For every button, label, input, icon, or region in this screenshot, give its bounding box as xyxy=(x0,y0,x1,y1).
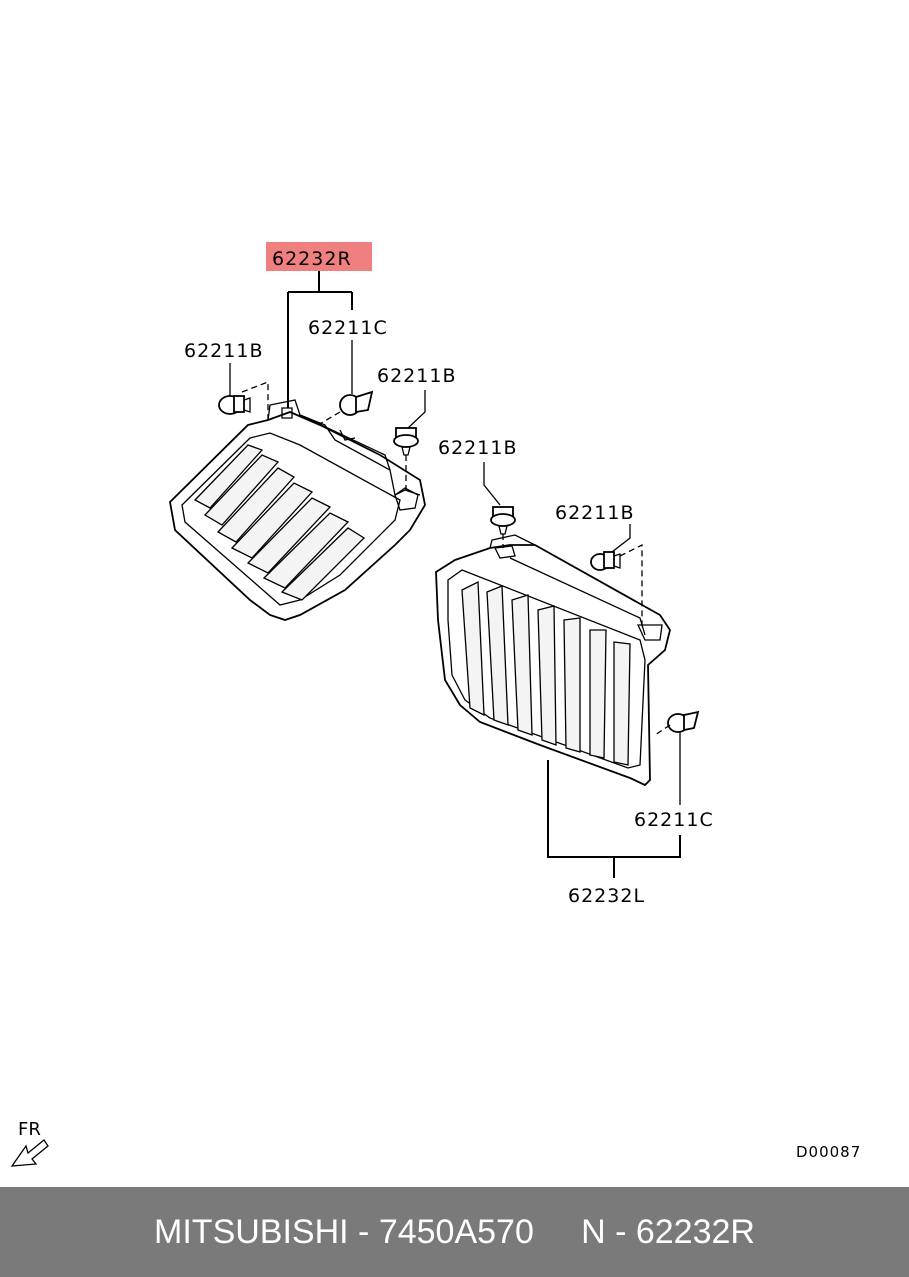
front-arrow-icon: FR xyxy=(10,1119,49,1167)
footer-text: MITSUBISHI - 7450A570 N - 62232R xyxy=(154,1212,755,1251)
grille-right-part xyxy=(169,399,426,621)
clip-b-left xyxy=(218,395,251,415)
clip-b-center xyxy=(490,506,516,535)
label-62211C-bottom: 62211C xyxy=(634,809,714,831)
parts-diagram: 62232R 62211C 62211B 62211B 62211B 62211… xyxy=(10,242,861,1167)
svg-text:FR: FR xyxy=(18,1119,41,1140)
label-62232L: 62232L xyxy=(568,885,645,907)
grille-left-slats xyxy=(461,580,631,766)
label-62211B-left: 62211B xyxy=(184,340,263,362)
clip-c-top xyxy=(339,390,374,416)
footer-bar: MITSUBISHI - 7450A570 N - 62232R xyxy=(0,1187,909,1277)
label-62211B-center: 62211B xyxy=(438,437,517,459)
highlight-box xyxy=(266,242,372,271)
clip-c-bottom xyxy=(667,710,700,733)
drawing-code: D00087 xyxy=(796,1143,861,1161)
label-62211C-top: 62211C xyxy=(308,317,388,339)
label-62211B-mid: 62211B xyxy=(377,365,456,387)
clip-b-mid xyxy=(393,427,419,456)
label-62211B-right: 62211B xyxy=(555,502,634,524)
grille-right-slats xyxy=(193,444,366,601)
label-62232R: 62232R xyxy=(272,248,352,270)
clip-b-right xyxy=(590,551,621,571)
grille-left-part xyxy=(435,534,671,787)
